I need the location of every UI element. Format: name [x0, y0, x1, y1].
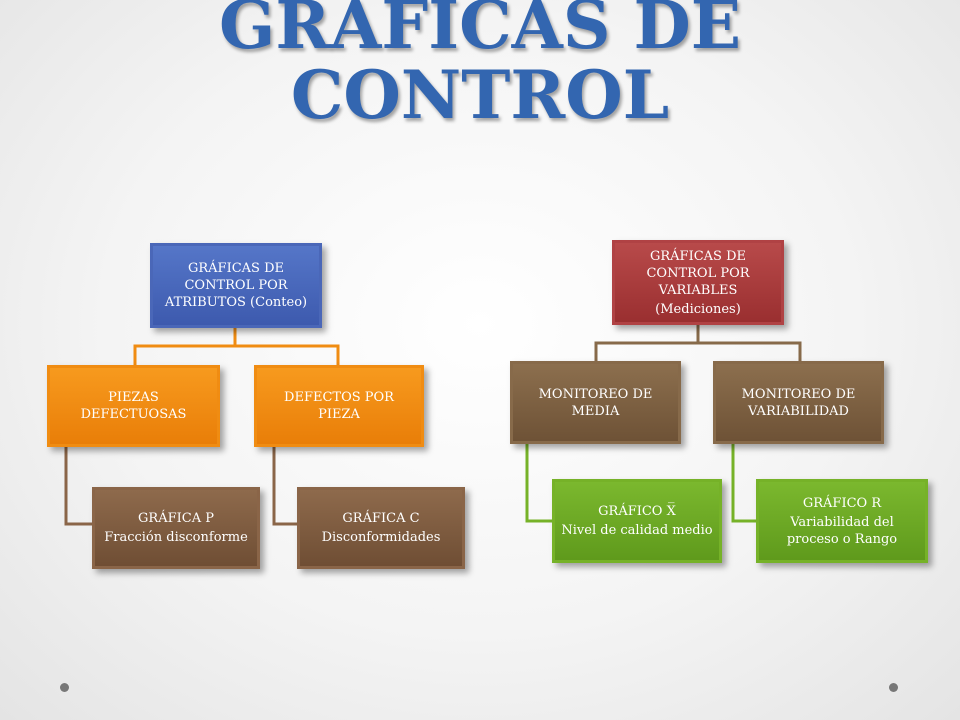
- variables-root-label: GRÁFICAS DE CONTROL POR VARIABLES: [646, 248, 750, 298]
- xbar-chart-title: GRÁFICO X̅: [598, 504, 676, 519]
- connector-attr-child-a-leaf: [64, 447, 92, 526]
- connector-var-child-a-leaf: [525, 444, 552, 523]
- connector-attr-root-child-b: [235, 344, 340, 365]
- xbar-chart-box: GRÁFICO X̅ Nivel de calidad medio: [552, 479, 722, 563]
- c-chart-box: GRÁFICA C Disconformidades: [297, 487, 465, 569]
- defects-per-piece-box: DEFECTOS POR PIEZA: [254, 365, 424, 447]
- connector-var-root-child-b: [698, 341, 802, 361]
- title-line-1: GRÁFICAS DE: [218, 0, 742, 64]
- connector-var-root-children: [594, 325, 700, 361]
- defects-per-piece-label: DEFECTOS POR PIEZA: [284, 390, 394, 422]
- p-chart-title: GRÁFICA P: [138, 511, 214, 526]
- variability-monitoring-label: MONITOREO DE VARIABILIDAD: [741, 386, 856, 419]
- decorative-dot-right: [889, 683, 898, 692]
- connector-attr-root-children: [133, 328, 237, 365]
- c-chart-title: GRÁFICA C: [342, 511, 420, 526]
- connector-attr-child-b-leaf: [272, 447, 297, 526]
- mean-monitoring-box: MONITOREO DE MEDIA: [510, 361, 681, 444]
- connector-var-child-b-leaf: [731, 444, 756, 523]
- xbar-chart-description: Nivel de calidad medio: [561, 523, 713, 538]
- r-chart-box: GRÁFICO R Variabilidad del proceso o Ran…: [756, 479, 928, 563]
- defective-pieces-label: PIEZAS DEFECTUOSAS: [80, 390, 187, 422]
- c-chart-description: Disconformidades: [321, 530, 441, 545]
- attributes-root-label: GRÁFICAS DE CONTROL POR ATRIBUTOS (Conte…: [164, 261, 308, 310]
- variables-root-sublabel: (Mediciones): [655, 301, 741, 317]
- r-chart-title: GRÁFICO R: [802, 495, 882, 511]
- mean-monitoring-label: MONITOREO DE MEDIA: [538, 386, 653, 419]
- attributes-root-box: GRÁFICAS DE CONTROL POR ATRIBUTOS (Conte…: [150, 243, 322, 328]
- defective-pieces-box: PIEZAS DEFECTUOSAS: [47, 365, 220, 447]
- slide-title: GRÁFICAS DE CONTROL: [0, 0, 960, 130]
- p-chart-box: GRÁFICA P Fracción disconforme: [92, 487, 260, 569]
- decorative-dot-left: [60, 683, 69, 692]
- p-chart-description: Fracción disconforme: [104, 530, 248, 545]
- variables-root-box: GRÁFICAS DE CONTROL POR VARIABLES (Medic…: [612, 240, 784, 325]
- variability-monitoring-box: MONITOREO DE VARIABILIDAD: [713, 361, 884, 444]
- title-line-2: CONTROL: [290, 56, 670, 134]
- r-chart-description: Variabilidad del proceso o Rango: [786, 514, 898, 547]
